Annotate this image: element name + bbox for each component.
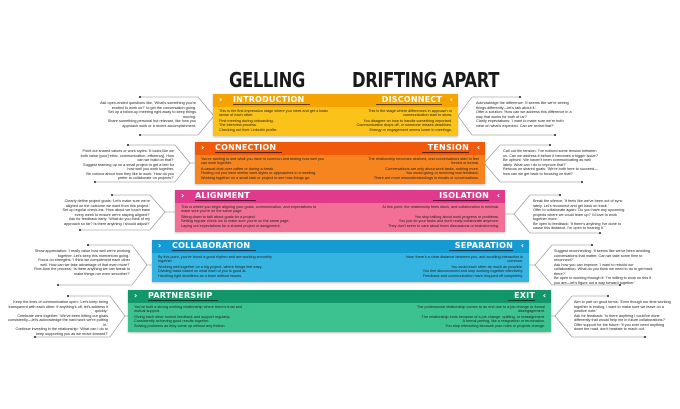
stage-band-connection-tension: › CONNECTION TENSION ‹ You're starting t… bbox=[195, 142, 485, 184]
chevron-left-icon: ‹ bbox=[520, 241, 524, 250]
tip-tension: Call out the tension: 'I've noticed some… bbox=[503, 149, 599, 176]
stage-examples-introduction: First meeting during onboarding. The int… bbox=[219, 119, 278, 132]
band-header bbox=[213, 94, 458, 107]
chevron-left-icon: ‹ bbox=[449, 95, 453, 104]
tip-connection: Point out shared values or work styles: … bbox=[80, 149, 174, 180]
band-header bbox=[195, 142, 485, 155]
stage-desc-tension: The relationship becomes strained, and c… bbox=[368, 157, 479, 166]
tip-separation: Suggest reconnecting: 'It seems like we'… bbox=[554, 249, 653, 285]
stage-examples-collaboration: Working well together on a big project, … bbox=[158, 265, 263, 278]
chevron-left-icon: ‹ bbox=[496, 191, 500, 200]
stage-band-introduction-disconnect: › INTRODUCTION DISCONNECT ‹ This is the … bbox=[213, 94, 458, 136]
stage-examples-connection: A casual chat over coffee or during a br… bbox=[201, 167, 317, 180]
tip-alignment: Clearly define project goals: 'Let's mak… bbox=[62, 199, 150, 226]
band-header bbox=[128, 290, 551, 303]
tip-introduction: Ask open-ended questions like, 'What's s… bbox=[100, 101, 196, 128]
stage-examples-partnership: Giving each other honest feedback and su… bbox=[134, 315, 231, 328]
chevron-right-icon: › bbox=[181, 191, 185, 200]
band-header bbox=[175, 190, 505, 203]
stage-band-alignment-isolation: › ALIGNMENT ISOLATION ‹ This is where yo… bbox=[175, 190, 505, 232]
stage-examples-disconnect: You disagree on how to handle something … bbox=[356, 119, 452, 132]
stage-band-partnership-exit: › PARTNERSHIP EXIT ‹ You've built a stro… bbox=[128, 290, 551, 332]
stage-title-collaboration: COLLABORATION bbox=[172, 241, 257, 251]
stage-title-isolation: ISOLATION bbox=[433, 191, 489, 201]
stage-title-introduction: INTRODUCTION bbox=[233, 95, 311, 105]
tip-isolation: Break the silence: 'It feels like we've … bbox=[533, 199, 625, 230]
chevron-right-icon: › bbox=[219, 95, 223, 104]
chevron-left-icon: ‹ bbox=[476, 143, 480, 152]
stage-band-collaboration-separation: › COLLABORATION SEPARATION ‹ By this poi… bbox=[152, 240, 529, 282]
stage-title-exit: EXIT bbox=[508, 291, 535, 301]
stage-desc-separation: Now, there's a clear distance between yo… bbox=[405, 255, 523, 264]
band-body bbox=[152, 253, 529, 282]
stage-examples-separation: You avoid each other as much as possible… bbox=[422, 265, 523, 278]
stage-desc-alignment: This is where you begin aligning your go… bbox=[181, 205, 317, 214]
stage-desc-collaboration: By this point, you've found a good rhyth… bbox=[158, 255, 272, 264]
stage-desc-isolation: At this point, the relationship feels st… bbox=[382, 205, 499, 209]
stage-desc-disconnect: This is the stage where differences in a… bbox=[368, 109, 452, 118]
stage-title-separation: SEPARATION bbox=[448, 241, 513, 251]
stage-desc-connection: You're starting to see what you have in … bbox=[201, 157, 324, 166]
header-gelling: GELLING bbox=[229, 68, 305, 92]
tip-partnership: Keep the lines of communication open: 'L… bbox=[8, 300, 109, 336]
band-body bbox=[195, 155, 485, 184]
tip-exit: Aim to part on good terms: 'Even though … bbox=[574, 300, 671, 331]
stage-examples-tension: Conversations are only about work tasks,… bbox=[373, 167, 479, 180]
stage-title-connection: CONNECTION bbox=[215, 143, 283, 153]
stage-examples-exit: The relationship ends because of a job c… bbox=[421, 315, 545, 328]
stage-title-tension: TENSION bbox=[421, 143, 469, 153]
stage-desc-introduction: This is the first impression stage where… bbox=[219, 109, 329, 118]
header-drifting-apart: DRIFTING APART bbox=[352, 68, 499, 92]
chevron-right-icon: › bbox=[158, 241, 162, 250]
chevron-right-icon: › bbox=[134, 291, 138, 300]
band-body bbox=[128, 303, 551, 332]
band-body bbox=[175, 203, 505, 232]
band-body bbox=[213, 107, 458, 136]
tip-disconnect: Acknowledge the difference: 'It seems li… bbox=[476, 101, 572, 128]
tip-collaboration: Show appreciation: 'I really value how w… bbox=[34, 249, 130, 276]
stage-desc-exit: The professional relationship comes to a… bbox=[416, 305, 545, 314]
stage-title-disconnect: DISCONNECT bbox=[375, 95, 442, 105]
chevron-right-icon: › bbox=[201, 143, 205, 152]
stage-title-alignment: ALIGNMENT bbox=[195, 191, 256, 201]
stage-desc-partnership: You've built a strong working relationsh… bbox=[134, 305, 243, 314]
stage-examples-alignment: Sitting down to talk about goals for a p… bbox=[181, 215, 290, 228]
stage-title-partnership: PARTNERSHIP bbox=[148, 291, 219, 301]
band-header bbox=[152, 240, 529, 253]
chevron-left-icon: ‹ bbox=[542, 291, 546, 300]
stage-examples-isolation: You stop talking about work progress or … bbox=[388, 215, 499, 228]
